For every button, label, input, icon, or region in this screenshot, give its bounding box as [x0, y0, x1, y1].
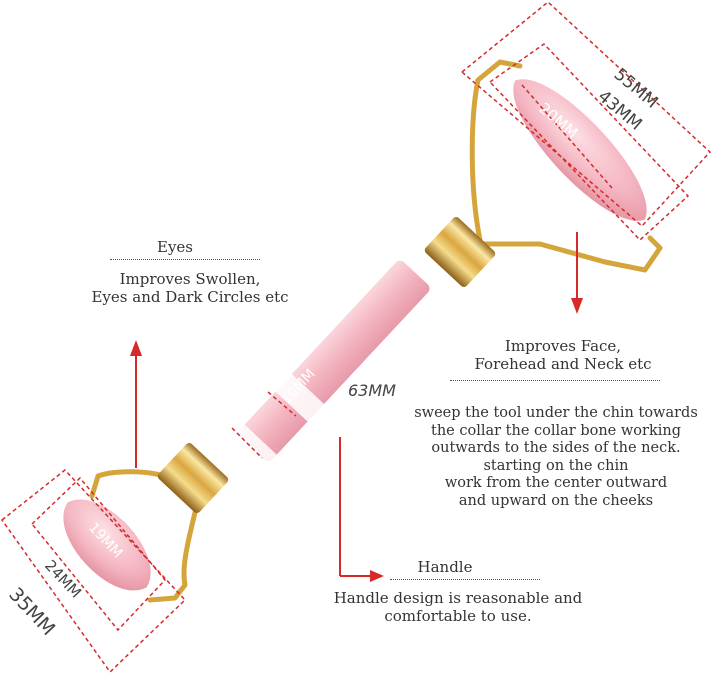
instruction-line: work from the center outward — [444, 475, 668, 491]
face-line: Forehead and Neck etc — [474, 355, 652, 373]
instruction-line: sweep the tool under the chin towards — [414, 405, 698, 421]
handle-desc-line: comfortable to use. — [384, 607, 532, 625]
handle-desc-line: Handle design is reasonable and — [333, 589, 583, 607]
face-line: Improves Face, — [504, 337, 622, 355]
arrow-right-icon — [370, 570, 384, 582]
eyes-callout-title: Eyes — [157, 238, 193, 256]
lower-collar — [157, 443, 229, 513]
face-callout-rule — [450, 380, 660, 381]
large-roller-stone — [513, 79, 647, 221]
handle-callout-title: Handle — [417, 558, 473, 576]
dimension-lines — [0, 1, 712, 674]
instruction-line: the collar the collar bone working — [431, 422, 681, 439]
instruction-line: outwards to the sides of the neck. — [431, 440, 681, 456]
arrow-down-icon — [571, 298, 583, 314]
eyes-callout-rule — [110, 259, 260, 260]
handle-callout-rule — [390, 579, 540, 580]
small-roller-stone — [63, 499, 151, 591]
eyes-desc-line: Improves Swollen, — [119, 270, 261, 288]
usage-instructions: sweep the tool under the chin towards th… — [395, 405, 717, 510]
upper-collar — [424, 217, 496, 287]
instruction-line: starting on the chin — [483, 457, 629, 474]
eyes-desc-line: Eyes and Dark Circles etc — [91, 288, 289, 306]
small-roller-outer-label: 35MM — [4, 583, 59, 640]
instruction-line: and upward on the cheeks — [458, 492, 654, 509]
arrow-up-icon — [130, 340, 142, 356]
face-callout: Improves Face, Forehead and Neck etc — [448, 337, 678, 373]
eyes-callout-description: Improves Swollen, Eyes and Dark Circles … — [60, 270, 320, 306]
large-roller-frame — [467, 59, 663, 273]
small-roller-inner-label: 24MM — [41, 556, 85, 601]
handle-callout-description: Handle design is reasonable and comforta… — [318, 589, 598, 625]
handle-length-label: 63MM — [348, 381, 396, 400]
callout-arrows — [130, 232, 583, 582]
